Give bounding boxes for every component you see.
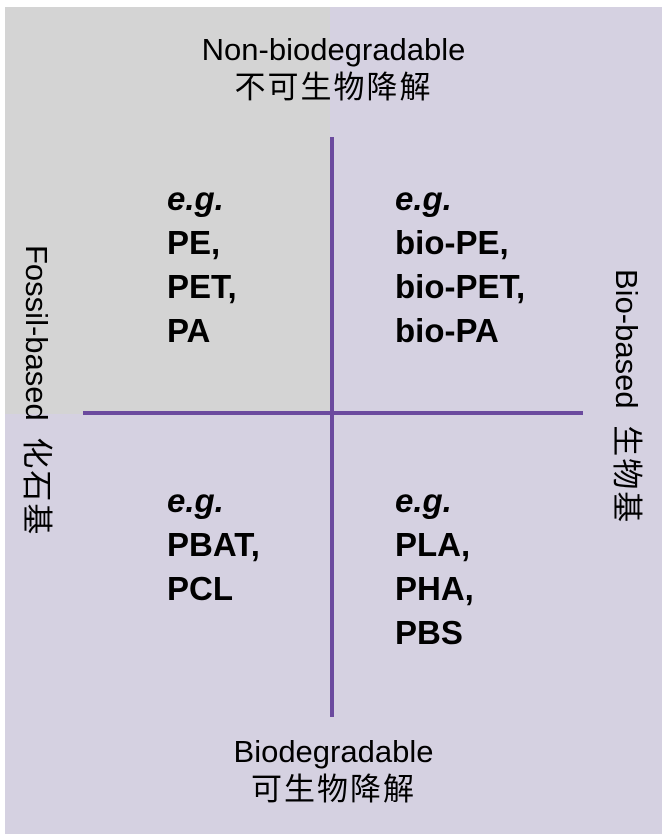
quadrant-item: PE, (167, 224, 221, 261)
quadrant-item: bio-PE, (395, 224, 509, 261)
top-axis-label-zh: 不可生物降解 (234, 70, 433, 105)
quadrant-item: PHA, (395, 570, 474, 607)
quadrant-bottom-right: e.g. PLA, PHA, PBS (395, 479, 474, 655)
quadrant-item: bio-PA (395, 312, 499, 349)
quadrant-eg-label: e.g. (395, 180, 452, 217)
quadrant-eg-label: e.g. (395, 482, 452, 519)
top-axis-label: Non-biodegradable 不可生物降解 (5, 31, 662, 107)
quadrant-eg-label: e.g. (167, 482, 224, 519)
top-axis-label-en: Non-biodegradable (201, 32, 466, 67)
quadrant-bottom-left: e.g. PBAT, PCL (167, 479, 260, 611)
vertical-axis-line (330, 137, 334, 717)
left-axis-label: Fossil-based 化石基 (17, 245, 55, 536)
left-axis-label-zh: 化石基 (19, 437, 54, 537)
horizontal-axis-line (83, 411, 583, 415)
quadrant-top-right: e.g. bio-PE, bio-PET, bio-PA (395, 177, 525, 353)
quadrant-item: PBS (395, 614, 463, 651)
right-axis-label: Bio-based 生物基 (607, 269, 645, 524)
quadrant-item: bio-PET, (395, 268, 526, 305)
quadrant-item: PCL (167, 570, 233, 607)
quadrant-item: PLA, (395, 526, 471, 563)
quadrant-item: PET, (167, 268, 237, 305)
right-axis-label-zh: 生物基 (609, 425, 644, 525)
bottom-axis-label-en: Biodegradable (233, 734, 434, 769)
fossil-non-biodegradable-region (5, 7, 330, 414)
plastics-classification-diagram: Non-biodegradable 不可生物降解 Biodegradable 可… (5, 7, 662, 834)
left-axis-label-en: Fossil-based (19, 245, 54, 421)
quadrant-top-left: e.g. PE, PET, PA (167, 177, 237, 353)
quadrant-item: PA (167, 312, 211, 349)
right-axis-label-en: Bio-based (609, 269, 644, 409)
quadrant-item: PBAT, (167, 526, 260, 563)
bottom-axis-label: Biodegradable 可生物降解 (5, 733, 662, 809)
bottom-axis-label-zh: 可生物降解 (251, 772, 416, 807)
quadrant-eg-label: e.g. (167, 180, 224, 217)
